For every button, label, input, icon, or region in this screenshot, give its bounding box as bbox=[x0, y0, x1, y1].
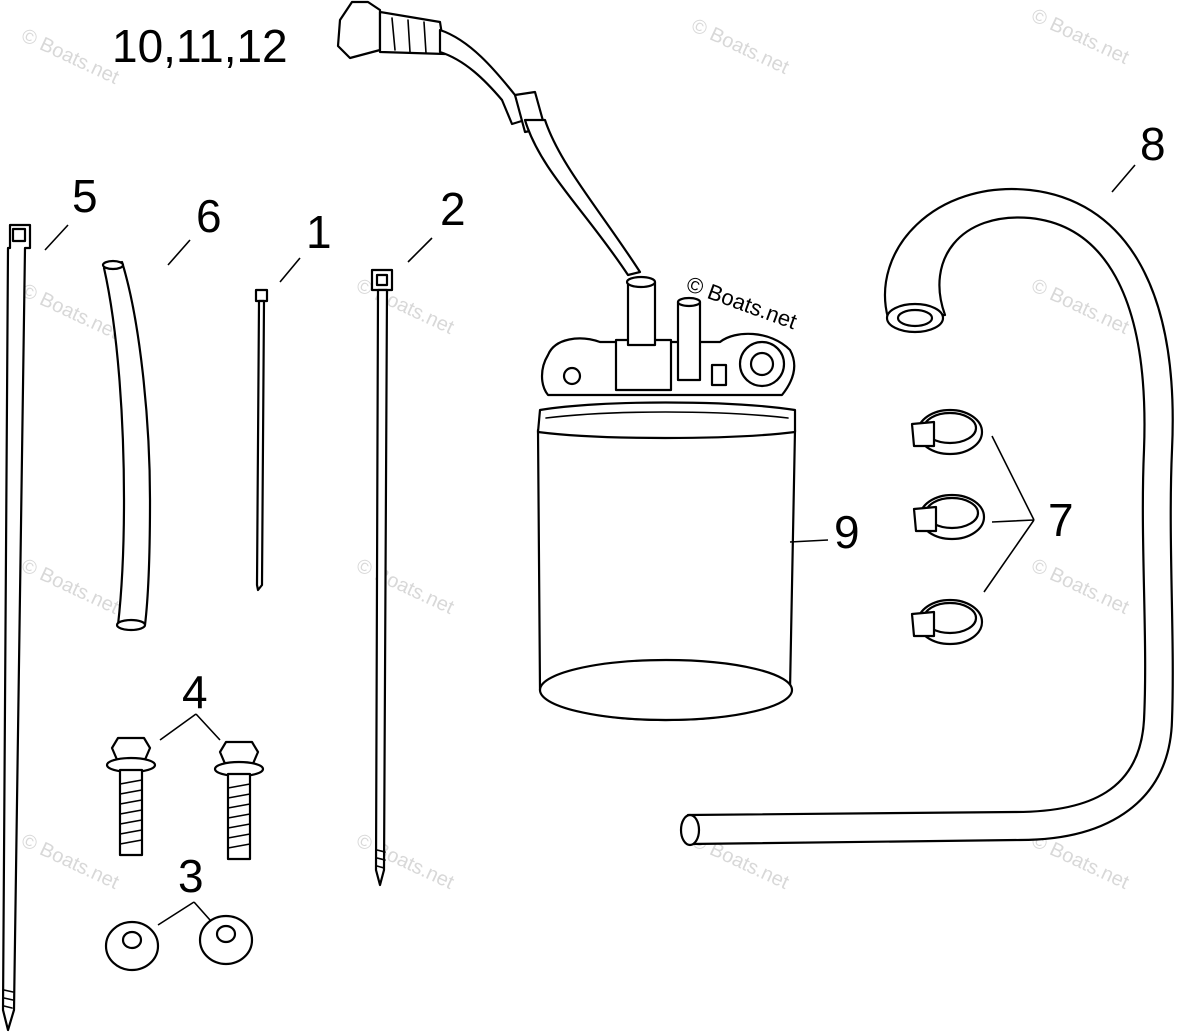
washer bbox=[104, 920, 160, 972]
watermark: © Boats.net bbox=[353, 555, 458, 619]
callout-4: 4 bbox=[182, 666, 208, 718]
callout-6: 6 bbox=[196, 190, 222, 242]
cable-tie-long bbox=[1, 223, 32, 1032]
watermark: © Boats.net bbox=[18, 280, 123, 344]
watermark: © Boats.net bbox=[688, 15, 793, 79]
fuel-filter: © Boats.net bbox=[536, 271, 800, 722]
hose-short bbox=[101, 259, 152, 632]
callout-5: 5 bbox=[72, 170, 98, 222]
watermark: © Boats.net bbox=[18, 830, 123, 894]
callout-9: 9 bbox=[834, 506, 860, 558]
watermark: © Boats.net bbox=[353, 830, 458, 894]
hose-long bbox=[679, 187, 1174, 847]
wire-harness-connector bbox=[336, 0, 642, 277]
callout-2: 2 bbox=[440, 183, 466, 235]
callout-8: 8 bbox=[1140, 118, 1166, 170]
washer bbox=[198, 914, 254, 966]
watermark: © Boats.net bbox=[1028, 5, 1133, 69]
watermark: © Boats.net bbox=[18, 25, 123, 89]
hose-clamp bbox=[912, 493, 986, 541]
watermark: © Boats.net bbox=[1028, 275, 1133, 339]
leader-lines bbox=[44, 164, 1136, 926]
watermark: © Boats.net bbox=[1028, 555, 1133, 619]
flange-bolt bbox=[213, 740, 265, 861]
hose-clamp bbox=[910, 408, 984, 456]
callout-3: 3 bbox=[178, 850, 204, 902]
cable-tie-small bbox=[254, 288, 269, 592]
callout-10-11-12: 10,11,12 bbox=[112, 20, 288, 72]
callouts: 10,11,12 5 6 1 2 4 3 9 7 8 bbox=[72, 20, 1166, 902]
callout-1: 1 bbox=[306, 206, 332, 258]
callout-7: 7 bbox=[1048, 494, 1074, 546]
watermark: © Boats.net bbox=[18, 555, 123, 619]
flange-bolt bbox=[105, 736, 157, 857]
cable-tie-medium bbox=[370, 268, 394, 887]
watermark: © Boats.net bbox=[353, 275, 458, 339]
hose-clamp bbox=[910, 598, 984, 646]
